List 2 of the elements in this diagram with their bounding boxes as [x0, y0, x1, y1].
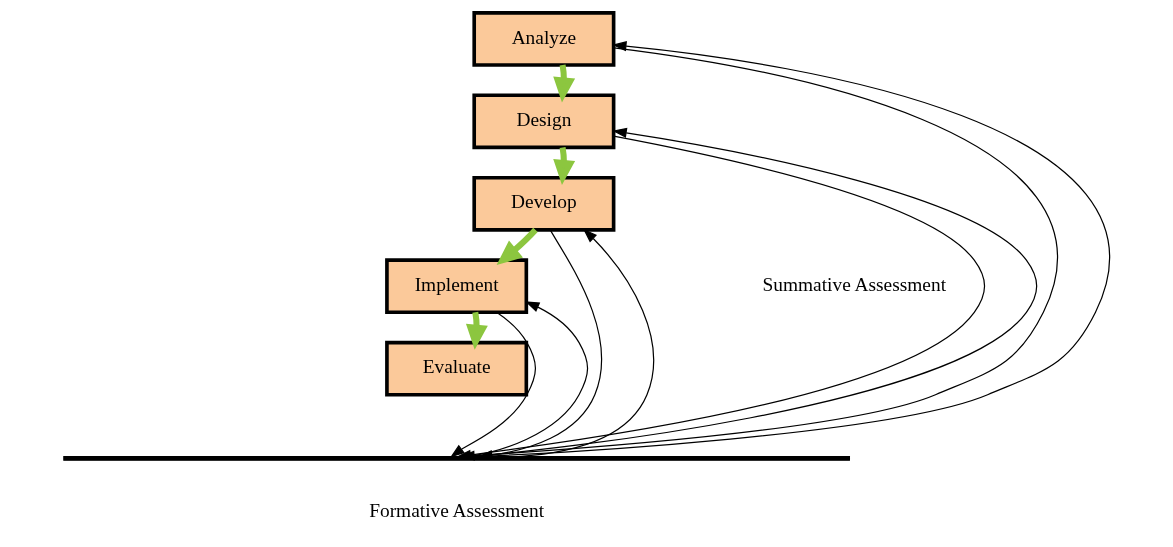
label: Summative Assessment [762, 273, 946, 295]
label: Formative Assessment [368, 499, 544, 521]
